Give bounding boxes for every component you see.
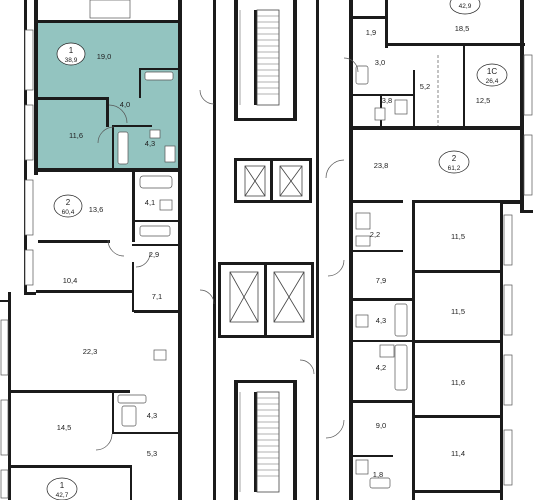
room-area: 5,2 xyxy=(420,82,430,91)
apartment-5-label[interactable]: 1С 26,4 xyxy=(476,63,508,87)
room-area: 1,8 xyxy=(373,470,383,479)
room-area: 2,9 xyxy=(149,250,159,259)
apartment-area: 38,9 xyxy=(65,57,78,64)
room-area: 4,2 xyxy=(376,363,386,372)
apartment-3-label[interactable]: 1 42,7 xyxy=(46,477,78,500)
room-area: 23,8 xyxy=(374,161,389,170)
room-area: 22,3 xyxy=(83,347,98,356)
room-area: 19,0 xyxy=(97,52,112,61)
room-area: 9,0 xyxy=(376,421,386,430)
apartment-number: 1С xyxy=(487,67,497,76)
room-area: 1,9 xyxy=(366,28,376,37)
room-area: 14,5 xyxy=(57,423,72,432)
apartment-area: 60,4 xyxy=(62,209,75,216)
apartment-area: 42,7 xyxy=(56,492,69,499)
bathroom-fixtures xyxy=(117,65,408,489)
apartment-highlight-1[interactable] xyxy=(38,22,181,170)
room-area: 5,3 xyxy=(147,449,157,458)
room-area: 13,6 xyxy=(89,205,104,214)
room-area: 11,5 xyxy=(451,307,465,316)
room-area: 4,3 xyxy=(376,316,386,325)
apartment-area: 61,2 xyxy=(448,165,461,172)
apartment-2-label[interactable]: 2 60,4 xyxy=(53,194,83,218)
lower-stair xyxy=(239,392,279,492)
upper-stair xyxy=(239,10,279,105)
room-area: 7,9 xyxy=(376,276,386,285)
room-area: 4,0 xyxy=(120,100,130,109)
room-area: 3,8 xyxy=(382,96,392,105)
room-area: 11,6 xyxy=(451,378,465,387)
room-area: 11,6 xyxy=(69,131,83,140)
room-area: 4,3 xyxy=(145,139,155,148)
room-area: 18,5 xyxy=(455,24,470,33)
elevator-shafts xyxy=(229,165,305,323)
apartment-4-label[interactable]: 42,9 xyxy=(449,0,481,15)
apartment-number: 1 xyxy=(69,46,74,55)
room-area: 4,1 xyxy=(145,198,155,207)
room-area: 10,4 xyxy=(63,276,78,285)
apartment-number: 2 xyxy=(66,198,71,207)
door-swings xyxy=(95,57,359,451)
room-area: 12,5 xyxy=(476,96,491,105)
room-area: 11,5 xyxy=(451,232,465,241)
right-section-walls xyxy=(349,0,533,500)
room-area: 3,0 xyxy=(375,58,385,67)
room-areas: 19,0 4,0 11,6 4,3 13,6 4,1 2,9 10,4 7,1 … xyxy=(57,24,491,479)
apartment-number: 1 xyxy=(60,481,65,490)
room-area: 4,3 xyxy=(147,411,157,420)
room-area: 7,1 xyxy=(152,292,162,301)
room-area: 11,4 xyxy=(451,449,465,458)
apartment-1-label[interactable]: 1 38,9 xyxy=(56,42,86,66)
apartment-area: 26,4 xyxy=(486,78,499,85)
apartment-number: 2 xyxy=(452,154,457,163)
room-area: 2,2 xyxy=(370,230,380,239)
core-walls xyxy=(213,0,319,500)
apartment-6-label[interactable]: 2 61,2 xyxy=(438,150,470,174)
apartment-area: 42,9 xyxy=(459,3,472,10)
